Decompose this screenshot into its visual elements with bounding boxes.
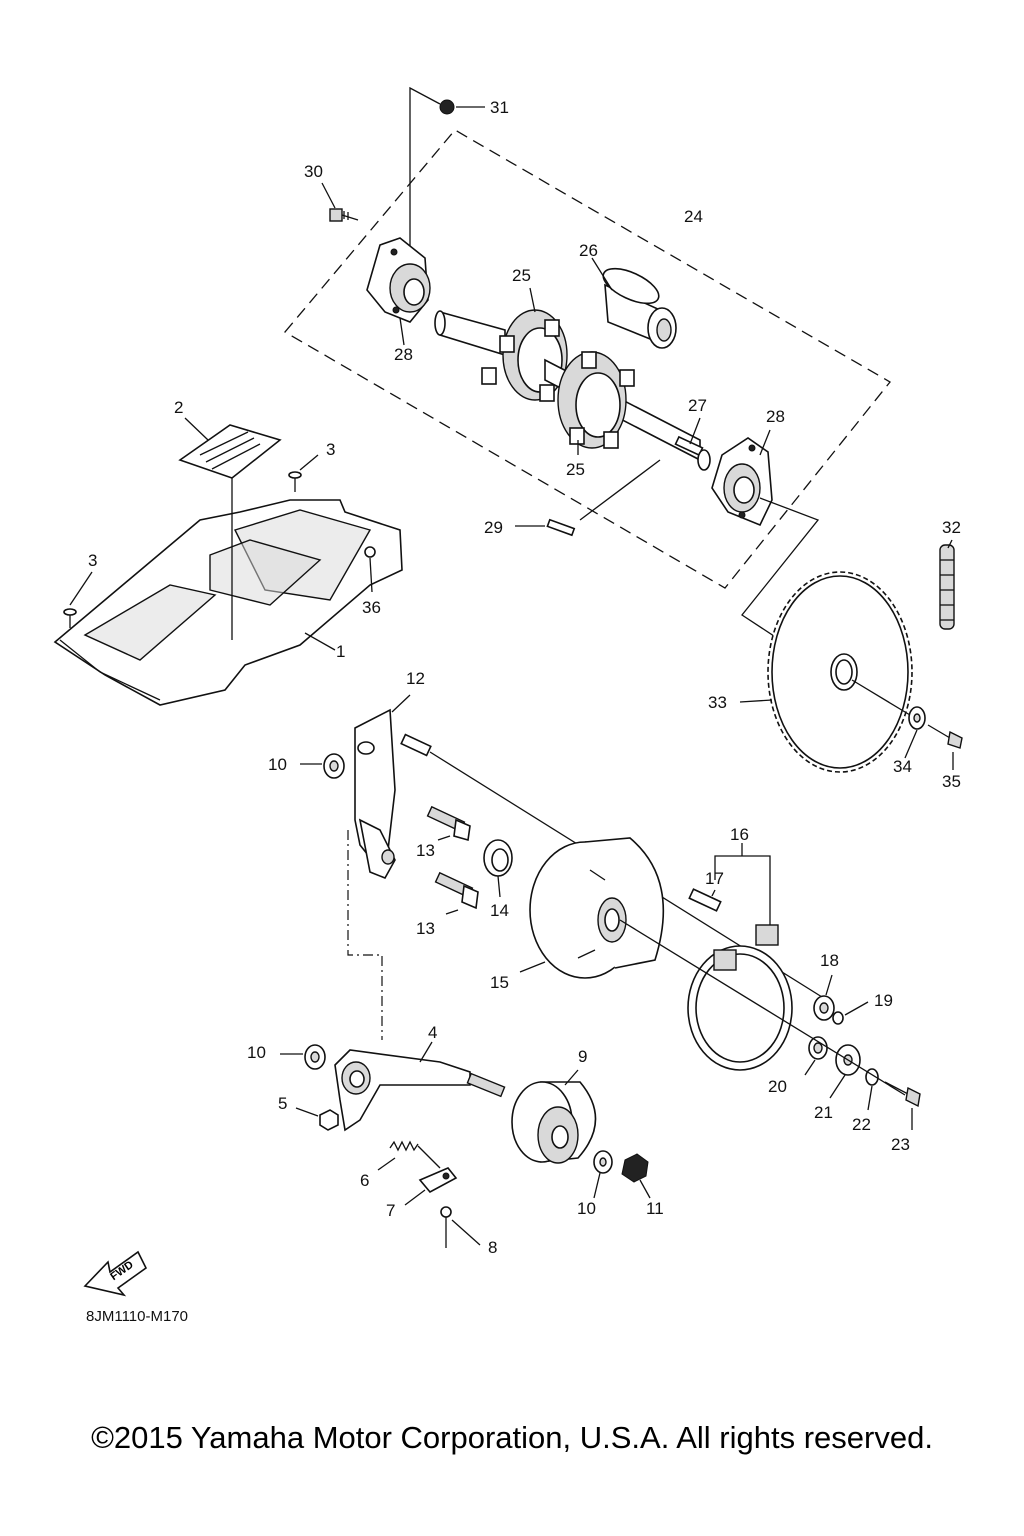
part-12-bracket — [354, 708, 396, 880]
part-20-washer — [808, 1036, 828, 1060]
part-8-clevis-pin — [440, 1206, 452, 1248]
part-25-hub-left — [434, 309, 568, 402]
callout-29: 29 — [484, 518, 503, 537]
callout-31: 31 — [490, 98, 509, 117]
part-2-label-plate — [178, 424, 282, 479]
part-6-spring — [389, 1140, 441, 1169]
part-14-collar — [483, 839, 513, 877]
part-3-screw-right — [288, 471, 302, 492]
callout-26: 26 — [579, 241, 598, 260]
part-1-skid-plate — [53, 499, 403, 706]
callout-27: 27 — [688, 396, 707, 415]
part-10-washer-top — [323, 753, 345, 779]
part-34-washer — [908, 706, 926, 730]
part-29-pin — [546, 518, 576, 537]
callout-3: 3 — [88, 551, 97, 570]
callout-28: 28 — [766, 407, 785, 426]
callout-23: 23 — [891, 1135, 910, 1154]
part-17-pin — [688, 888, 722, 912]
part-18-washer — [813, 995, 835, 1021]
callout-14: 14 — [490, 901, 509, 920]
callout-10: 10 — [247, 1043, 266, 1062]
part-13-bolt-upper — [426, 805, 471, 842]
callout-20: 20 — [768, 1077, 787, 1096]
callout-32: 32 — [942, 518, 961, 537]
callout-3: 3 — [326, 440, 335, 459]
callout-35: 35 — [942, 772, 961, 791]
jackshaft-assembly-outline — [284, 129, 891, 589]
part-4-tension-arm — [334, 1049, 471, 1132]
callout-5: 5 — [278, 1094, 287, 1113]
callout-17: 17 — [705, 869, 724, 888]
part-25-hub-right — [557, 351, 635, 449]
callout-18: 18 — [820, 951, 839, 970]
part-23-bolt — [884, 1081, 921, 1108]
callout-33: 33 — [708, 693, 727, 712]
mesh-area-middle — [209, 539, 322, 606]
callout-13: 13 — [416, 841, 435, 860]
part-32-drive-chain — [939, 544, 955, 630]
callout-2: 2 — [174, 398, 183, 417]
callout-30: 30 — [304, 162, 323, 181]
callout-6: 6 — [360, 1171, 369, 1190]
part-36-clip — [364, 546, 376, 558]
part-9-idler-pulley — [511, 1081, 597, 1164]
part-12-pivot-pin — [400, 733, 432, 757]
part-26-sleeve — [602, 267, 677, 349]
callout-22: 22 — [852, 1115, 871, 1134]
callout-12: 12 — [406, 669, 425, 688]
exploded-parts-diagram: FWD 1 2 3 3 4 5 6 7 8 9 10 10 10 11 12 1… — [53, 86, 963, 1297]
callout-7: 7 — [386, 1201, 395, 1220]
callout-10: 10 — [577, 1199, 596, 1218]
part-30-bolt — [329, 208, 359, 222]
callout-8: 8 — [488, 1238, 497, 1257]
callout-4: 4 — [428, 1023, 437, 1042]
part-28-bearing-left — [366, 237, 431, 323]
part-31-nut — [439, 99, 455, 115]
callout-24: 24 — [684, 207, 703, 226]
copyright-notice: ©2015 Yamaha Motor Corporation, U.S.A. A… — [91, 1420, 933, 1455]
callout-19: 19 — [874, 991, 893, 1010]
mesh-area-left — [83, 584, 217, 661]
part-5-nut — [319, 1109, 339, 1131]
callout-9: 9 — [578, 1047, 587, 1066]
part-16-brake-band — [687, 924, 793, 1071]
callout-28: 28 — [394, 345, 413, 364]
part-19-clip — [832, 1011, 844, 1025]
callout-11: 11 — [646, 1199, 664, 1218]
fwd-arrow-icon: FWD — [83, 1250, 148, 1297]
part-11-nut — [621, 1153, 649, 1183]
diagram-reference-code: 8JM1110-M170 — [86, 1308, 188, 1325]
callout-25: 25 — [566, 460, 585, 479]
part-13-bolt-lower — [434, 871, 479, 910]
callout-1: 1 — [336, 642, 345, 661]
part-3-screw-left — [63, 608, 77, 628]
callout-25: 25 — [512, 266, 531, 285]
callout-13: 13 — [416, 919, 435, 938]
part-10-washer-idler — [593, 1150, 613, 1174]
part-4-idler-bolt — [466, 1072, 506, 1098]
callout-34: 34 — [893, 757, 912, 776]
callout-15: 15 — [490, 973, 509, 992]
callout-21: 21 — [814, 1103, 833, 1122]
part-28-bearing-right — [711, 437, 773, 527]
callout-10: 10 — [268, 755, 287, 774]
callout-16: 16 — [730, 825, 749, 844]
part-10-washer-arm — [304, 1044, 326, 1070]
callout-labels: 1 2 3 3 4 5 6 7 8 9 10 10 10 11 12 13 13… — [88, 98, 961, 1257]
part-35-bolt — [927, 724, 963, 749]
part-15-clutch-drum — [529, 837, 665, 979]
part-7-lever — [418, 1167, 458, 1194]
part-33-sprocket — [767, 571, 913, 773]
callout-36: 36 — [362, 598, 381, 617]
